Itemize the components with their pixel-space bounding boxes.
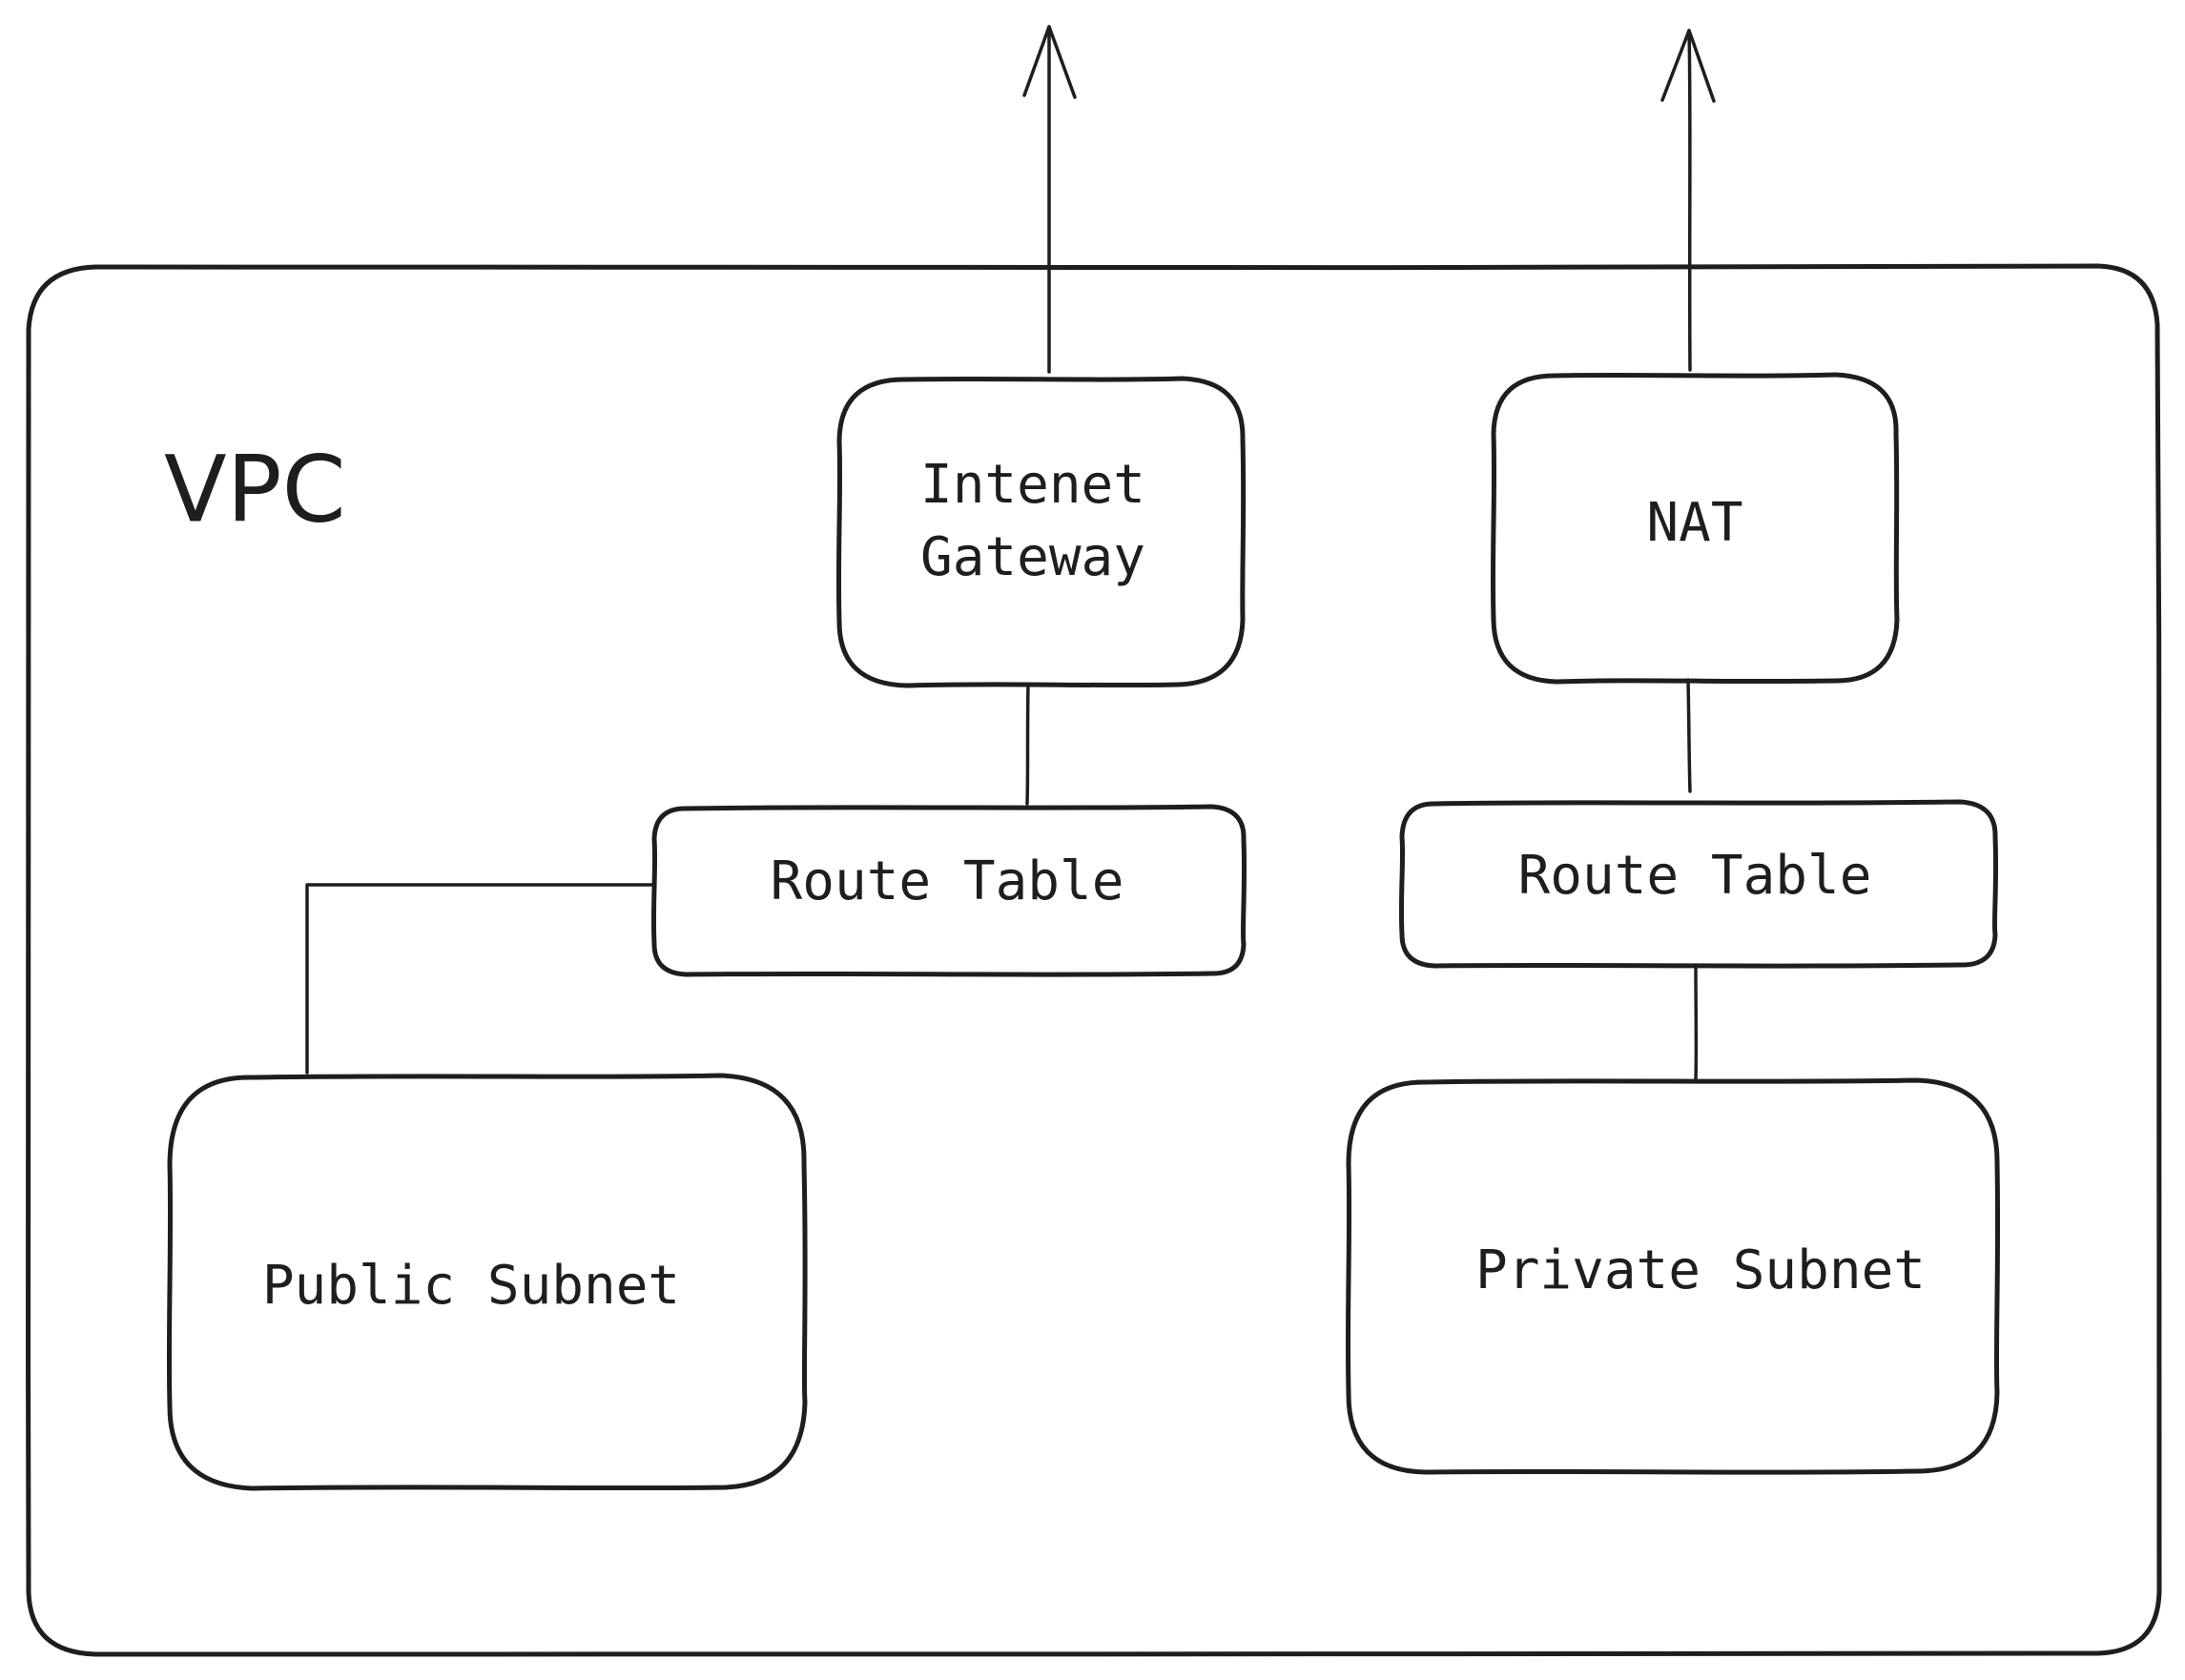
route-table-private-node[interactable]: Route Table — [1398, 799, 1999, 969]
private-subnet-shape — [1345, 1077, 2001, 1475]
connector-nat-to-route-table[interactable] — [1686, 678, 1692, 793]
public-subnet-shape — [166, 1073, 808, 1491]
internet-gateway-label-line2: Gateway — [920, 526, 1145, 588]
internet-gateway-shape — [835, 376, 1247, 688]
private-subnet-label: Private Subnet — [1475, 1240, 1926, 1301]
vpc-container[interactable]: VPC — [26, 263, 2162, 1657]
public-subnet-label: Public Subnet — [262, 1255, 680, 1317]
vpc-label: VPC — [164, 436, 346, 543]
connector-route-table-to-public-subnet[interactable] — [305, 883, 654, 1075]
nat-shape — [1490, 372, 1900, 685]
connector-igw-to-route-table[interactable] — [1025, 683, 1030, 806]
nat-node[interactable]: NAT — [1490, 372, 1900, 685]
route-table-private-shape — [1398, 799, 1999, 969]
internet-gateway-label-line1: Intenet — [920, 454, 1145, 516]
route-table-public-shape — [650, 804, 1247, 977]
internet-gateway-node[interactable]: Intenet Gateway — [835, 376, 1247, 688]
route-table-private-label: Route Table — [1518, 845, 1872, 907]
private-subnet-node[interactable]: Private Subnet — [1345, 1077, 2001, 1475]
route-table-public-label: Route Table — [771, 850, 1124, 912]
internet-gateway-egress-arrow[interactable] — [1022, 25, 1077, 374]
public-subnet-node[interactable]: Public Subnet — [166, 1073, 808, 1491]
nat-egress-arrow[interactable] — [1660, 29, 1716, 372]
route-table-public-node[interactable]: Route Table — [650, 804, 1247, 977]
nat-label: NAT — [1646, 492, 1742, 554]
vpc-container-border — [26, 263, 2162, 1657]
